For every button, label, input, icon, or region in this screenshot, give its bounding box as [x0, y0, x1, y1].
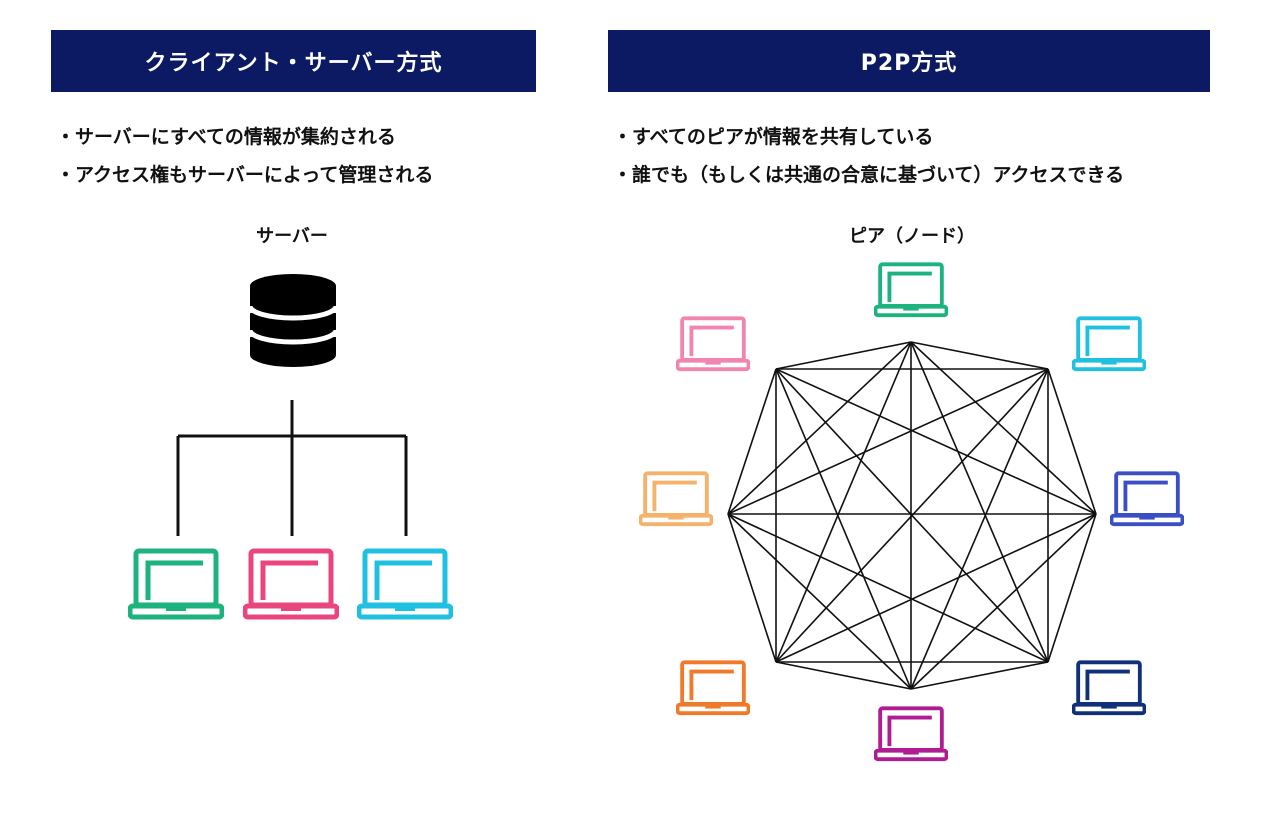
peer-laptop-icon: [676, 660, 750, 716]
p2p-title: P2P方式: [860, 51, 958, 76]
peer-connection-line: [727, 368, 1049, 515]
database-icon: [247, 274, 339, 367]
peer-connection-line: [727, 513, 912, 690]
peer-connection-line: [727, 513, 1049, 663]
p2p-bullets: ・すべてのピアが情報を共有している ・誰でも（もしくは共通の合意に基づいて）アク…: [613, 118, 1124, 194]
peer-connection-line: [727, 513, 777, 663]
peer-connection-line: [775, 661, 912, 690]
peer-connection-line: [727, 368, 777, 515]
peer-laptop-icon: [1072, 316, 1146, 372]
peer-connection-line: [910, 513, 1097, 690]
client-laptop-icon: [359, 551, 451, 617]
p2p-bullet-2: ・誰でも（もしくは共通の合意に基づいて）アクセスできる: [613, 164, 1125, 186]
peer-connection-line: [775, 513, 1097, 663]
peer-label: ピア（ノード）: [849, 226, 975, 247]
server-label: サーバー: [256, 226, 328, 247]
server-connector-lines: [176, 400, 408, 536]
peer-laptop-icon: [676, 316, 750, 372]
peer-connection-line: [775, 368, 1049, 663]
peer-connection-line: [727, 341, 912, 515]
peer-connection-line: [910, 661, 1049, 690]
client-server-bullets: ・サーバーにすべての情報が集約される ・アクセス権もサーバーによって管理される: [56, 118, 433, 194]
peer-connection-line: [910, 368, 1049, 690]
peer-connection-line: [1047, 513, 1097, 663]
peer-laptop-icon: [1110, 471, 1184, 527]
peer-connection-line: [910, 341, 1097, 515]
client-laptop-icon: [245, 551, 337, 617]
peer-laptop-icon: [1072, 660, 1146, 716]
peer-mesh-lines: [727, 341, 1097, 690]
peer-connection-line: [775, 368, 1097, 515]
client-server-bullet-1: ・サーバーにすべての情報が集約される: [56, 126, 396, 148]
peer-connection-line: [775, 341, 912, 370]
p2p-header: P2P方式: [608, 30, 1210, 92]
peer-connection-line: [910, 341, 1049, 663]
client-server-header: クライアント・サーバー方式: [51, 30, 536, 92]
peer-connection-line: [1047, 368, 1097, 515]
peer-connection-line: [775, 368, 912, 690]
peer-laptop-icon: [639, 471, 713, 527]
p2p-bullet-1: ・すべてのピアが情報を共有している: [613, 126, 934, 148]
client-server-bullet-2: ・アクセス権もサーバーによって管理される: [56, 164, 434, 186]
client-laptop-icon: [130, 551, 222, 617]
peer-connection-line: [910, 341, 1049, 370]
peer-connection-line: [775, 341, 912, 663]
client-server-title: クライアント・サーバー方式: [144, 51, 443, 76]
peer-laptop-icon: [874, 706, 948, 762]
peer-laptop-icon: [874, 262, 948, 318]
